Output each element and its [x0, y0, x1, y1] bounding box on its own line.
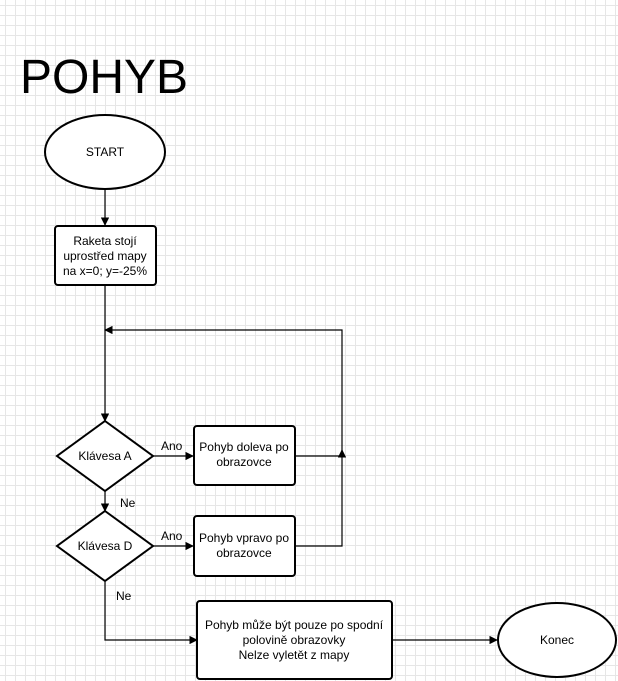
- page-title: POHYB: [20, 51, 188, 104]
- edge-key-d-no: [104, 582, 198, 645]
- move-left-node: Pohyb doleva po obrazovce: [193, 425, 296, 486]
- move-right-line-2: obrazovce: [216, 546, 272, 560]
- init-line-2: uprostřed mapy: [63, 249, 146, 263]
- end-label: Konec: [540, 633, 574, 647]
- init-line-1: Raketa stojí: [73, 234, 137, 248]
- decision-key-d: Klávesa D: [55, 509, 155, 583]
- edge-loop-back: [104, 325, 343, 452]
- move-right-node: Pohyb vpravo po obrazovce: [193, 515, 296, 577]
- constraint-line-1: Pohyb může být pouze po spodní: [205, 618, 384, 632]
- decision-key-d-label: Klávesa D: [78, 539, 133, 553]
- start-label: START: [86, 145, 125, 159]
- edge-right-to-loop: [295, 449, 347, 547]
- move-right-line-1: Pohyb vpravo po: [199, 531, 289, 545]
- move-left-line-2: obrazovce: [216, 455, 272, 469]
- edges: [100, 190, 498, 645]
- init-line-3: na x=0; y=-25%: [63, 264, 147, 278]
- init-node: Raketa stojí uprostřed mapy na x=0; y=-2…: [54, 225, 157, 286]
- constraint-line-2: polovině obrazovky: [243, 633, 346, 647]
- move-left-line-1: Pohyb doleva po: [199, 440, 289, 454]
- edge-label-a-yes: Ano: [161, 439, 183, 453]
- edge-label-a-no: Ne: [120, 496, 136, 510]
- edge-label-d-no: Ne: [116, 589, 132, 603]
- constraint-node: Pohyb může být pouze po spodní polovině …: [196, 600, 393, 680]
- end-node: Konec: [497, 602, 617, 678]
- decision-key-a-label: Klávesa A: [78, 449, 131, 463]
- decision-key-a: Klávesa A: [55, 419, 155, 493]
- edge-label-d-yes: Ano: [161, 529, 183, 543]
- start-node: START: [44, 114, 166, 190]
- constraint-line-3: Nelze vyletět z mapy: [239, 648, 350, 662]
